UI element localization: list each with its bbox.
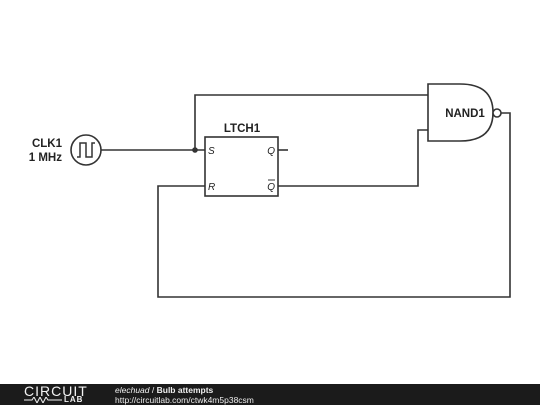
circuit-url-link[interactable]: http://circuitlab.com/ctwk4m5p38csm	[115, 395, 254, 405]
footer-bar: CIRCUIT LAB elechuad / Bulb attempts htt…	[0, 383, 540, 405]
square-wave-icon	[77, 142, 95, 158]
pin-label-r: R	[208, 182, 215, 193]
wire-qbar-to-nand-in2	[278, 129, 428, 187]
pin-label-q: Q	[267, 146, 275, 157]
latch-name-label: LTCH1	[224, 123, 261, 135]
logo-resistor-glyph	[24, 397, 62, 403]
gate-name-label: NAND1	[445, 108, 485, 120]
wire-feedback-loop	[157, 112, 511, 298]
pin-label-s: S	[208, 146, 215, 157]
clock-source[interactable]: CLK1 1 MHz	[29, 134, 102, 166]
clock-frequency-label: 1 MHz	[29, 152, 62, 164]
circuit-title: Bulb attempts	[156, 385, 214, 395]
logo-text-bottom: LAB	[64, 395, 84, 404]
circuitlab-logo[interactable]: CIRCUIT LAB	[24, 383, 94, 405]
pin-label-qbar: Q	[267, 182, 275, 193]
credit-separator: /	[149, 385, 157, 395]
credit-line: elechuad / Bulb attempts	[115, 385, 213, 395]
wire-s-to-nand-in1	[194, 94, 428, 150]
nand-gate[interactable]: NAND1	[427, 83, 502, 142]
sr-latch-body	[204, 136, 279, 197]
schematic-canvas: CLK1 1 MHz LTCH1 S R Q Q NAND1	[29, 83, 511, 298]
nand-inversion-bubble	[492, 108, 502, 118]
author-link[interactable]: elechuad	[115, 385, 150, 395]
sr-latch[interactable]: LTCH1 S R Q Q	[204, 123, 279, 197]
wire-junction-dot	[192, 147, 198, 153]
logo-text-top: CIRCUIT	[24, 383, 88, 399]
clock-name-label: CLK1	[32, 138, 63, 150]
wires	[101, 94, 511, 298]
